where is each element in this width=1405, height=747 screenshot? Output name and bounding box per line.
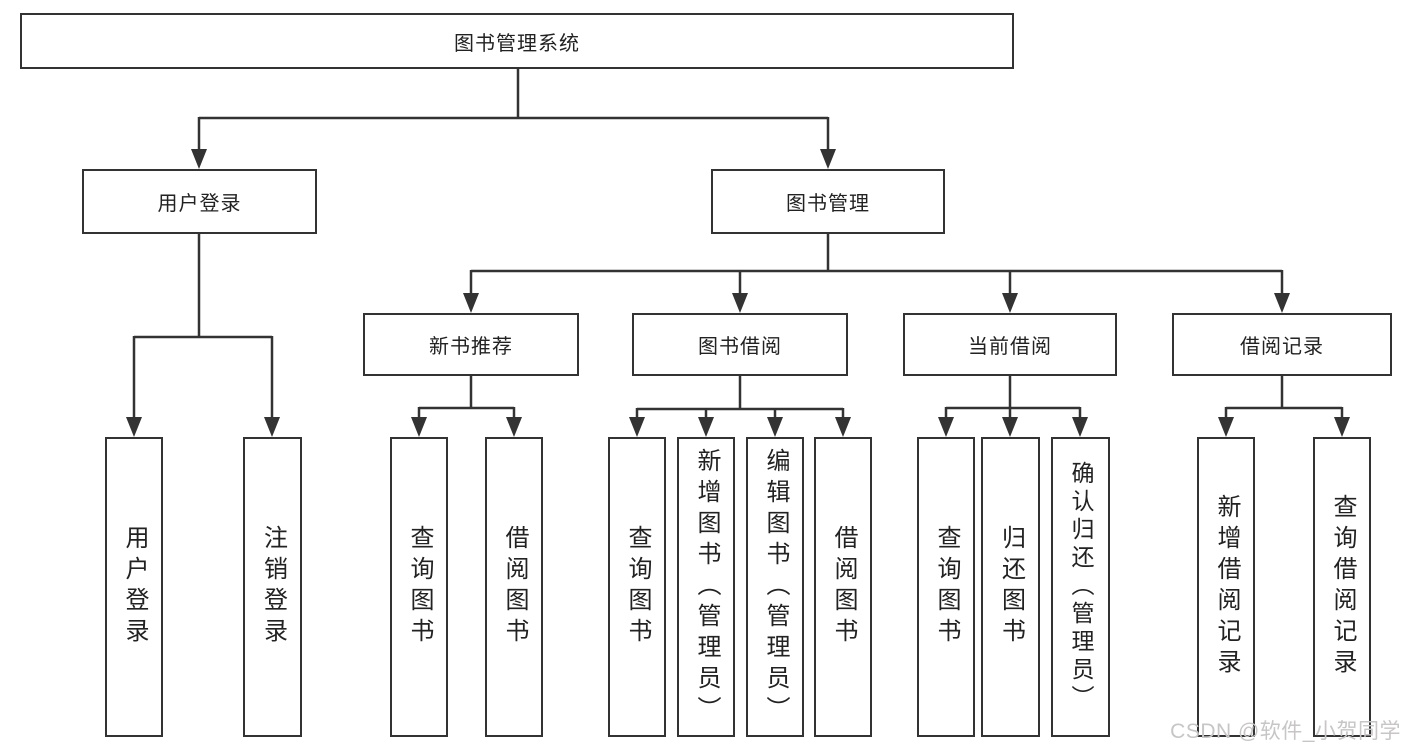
connector-current-to-children [944, 375, 1082, 419]
leaf-add-borrow-record-label: 新增借阅记录 [1213, 494, 1240, 680]
leaf-logout-label: 注销登录 [259, 525, 287, 649]
leaf-user-login: 用户登录 [105, 437, 163, 737]
leaf-confirm-return-admin-label: 确认归还（管理员） [1068, 461, 1094, 713]
arrow-down-icon [1218, 417, 1234, 437]
arrow-down-icon [1274, 293, 1290, 313]
connector-borrow-to-children [635, 376, 845, 419]
arrow-down-icon [411, 417, 427, 437]
leaf-borrow-book: 借阅图书 [814, 437, 872, 737]
leaf-add-borrow-record: 新增借阅记录 [1197, 437, 1255, 737]
leaf-edit-book-admin: 编辑图书（管理员） [746, 437, 804, 737]
arrow-down-icon [698, 417, 714, 437]
book-borrow-label: 图书借阅 [698, 336, 782, 358]
leaf-user-login-label: 用户登录 [121, 525, 148, 649]
leaf-logout: 注销登录 [243, 437, 302, 737]
current-borrow-label: 当前借阅 [968, 336, 1052, 358]
leaf-borrow-book-label: 借阅图书 [830, 525, 857, 649]
leaf-query-books-borrow-label: 查询图书 [624, 525, 651, 649]
records-children-arrowheads [1218, 417, 1350, 437]
borrow-children-arrowheads [629, 417, 851, 437]
arrow-down-icon [126, 417, 142, 437]
recommend-children-arrowheads [411, 417, 522, 437]
arrow-down-icon [732, 293, 748, 313]
arrow-down-icon [629, 417, 645, 437]
leaf-return-book: 归还图书 [981, 437, 1040, 737]
borrow-records-label: 借阅记录 [1240, 336, 1324, 358]
arrow-down-icon [767, 417, 783, 437]
connector-recommend-to-children [417, 376, 516, 419]
level3-arrowheads [463, 293, 1290, 313]
leaf-query-books-current-label: 查询图书 [933, 525, 960, 649]
arrow-down-icon [1002, 417, 1018, 437]
arrow-down-icon [938, 417, 954, 437]
node-book-manage: 图书管理 [711, 169, 945, 234]
book-manage-label: 图书管理 [786, 193, 870, 215]
arrow-down-icon [1002, 293, 1018, 313]
leaf-borrow-books-recommend-label: 借阅图书 [501, 525, 528, 649]
arrow-down-icon [1072, 417, 1088, 437]
arrow-down-icon [506, 417, 522, 437]
node-current-borrow: 当前借阅 [903, 313, 1117, 376]
leaf-query-books-borrow: 查询图书 [608, 437, 666, 737]
node-borrow-records: 借阅记录 [1172, 313, 1392, 376]
leaf-query-borrow-record-label: 查询借阅记录 [1329, 494, 1356, 680]
leaf-query-books-recommend: 查询图书 [390, 437, 448, 737]
node-root: 图书管理系统 [20, 13, 1014, 69]
leaf-borrow-books-recommend: 借阅图书 [485, 437, 543, 737]
level2-arrowheads [191, 149, 836, 169]
leaf-edit-book-admin-label: 编辑图书（管理员） [762, 447, 789, 727]
connector-records-to-children [1224, 376, 1344, 419]
leaf-return-book-label: 归还图书 [997, 525, 1025, 649]
arrow-down-icon [463, 293, 479, 313]
node-book-borrow: 图书借阅 [632, 313, 848, 376]
watermark: CSDN @软件_小贺同学 [1170, 720, 1401, 743]
arrow-down-icon [1334, 417, 1350, 437]
leaf-add-book-admin: 新增图书（管理员） [677, 437, 735, 737]
connector-root-to-level2 [197, 69, 830, 151]
arrow-down-icon [835, 417, 851, 437]
leaf-confirm-return-admin: 确认归还（管理员） [1051, 437, 1110, 737]
leaf-query-books-recommend-label: 查询图书 [406, 525, 433, 649]
login-children-arrowheads [126, 417, 280, 437]
connector-login-to-children [132, 234, 274, 419]
leaf-query-borrow-record: 查询借阅记录 [1313, 437, 1371, 737]
leaf-add-book-admin-label: 新增图书（管理员） [693, 447, 720, 727]
root-label: 图书管理系统 [454, 32, 580, 55]
arrow-down-icon [820, 149, 836, 169]
node-user-login: 用户登录 [82, 169, 317, 234]
arrow-down-icon [264, 417, 280, 437]
current-children-arrowheads [938, 417, 1088, 437]
node-new-book-recommend: 新书推荐 [363, 313, 579, 376]
leaf-query-books-current: 查询图书 [917, 437, 975, 737]
new-book-recommend-label: 新书推荐 [429, 336, 513, 358]
arrow-down-icon [191, 149, 207, 169]
user-login-label: 用户登录 [157, 193, 242, 215]
connector-manage-to-level3 [469, 233, 1284, 295]
